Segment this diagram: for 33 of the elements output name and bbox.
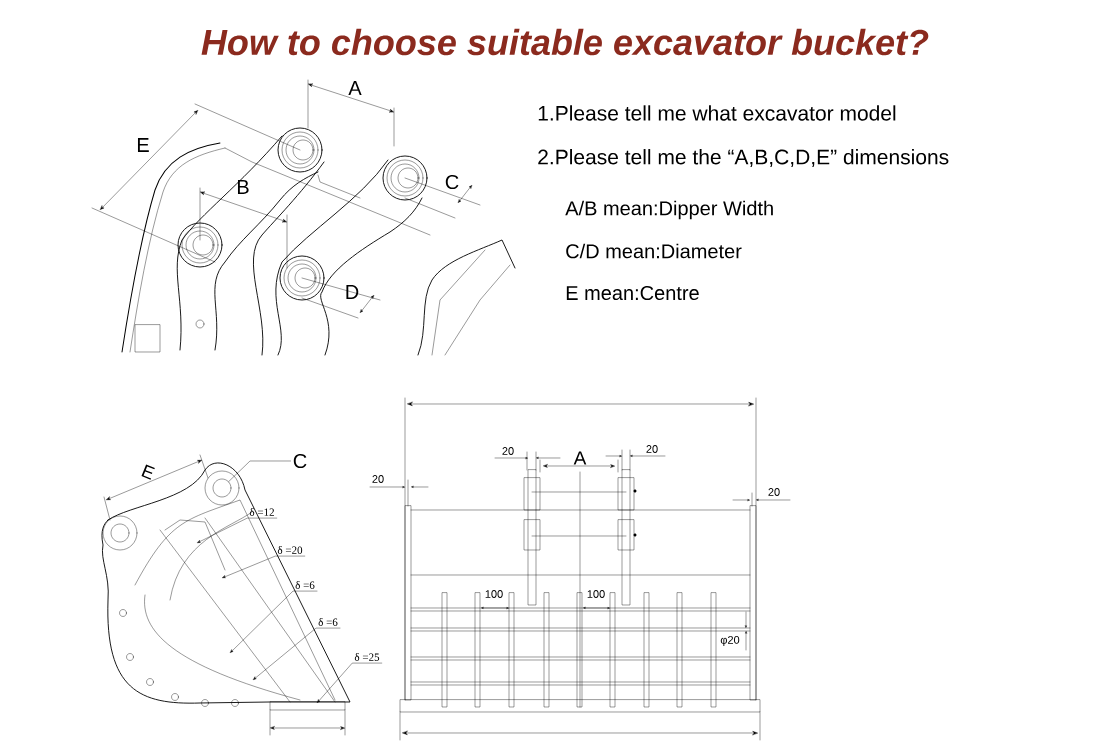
leader-line — [197, 517, 277, 543]
dimension-letter: B — [238, 180, 249, 194]
dimension-letter: A — [573, 451, 587, 465]
instruction-text: A/B mean:Dipper Width — [565, 200, 773, 220]
dimension-letter: C — [445, 174, 459, 190]
dimension-value: 20 — [370, 474, 386, 484]
dimension-value: 20 — [500, 446, 516, 456]
title: How to choose suitable excavator bucket? — [201, 28, 929, 56]
leader-line — [228, 460, 291, 482]
thickness-label: δ =20 — [277, 546, 303, 554]
dimension-letter: D — [346, 285, 359, 299]
leader-line — [317, 662, 382, 703]
instruction-text: 1.Please tell me what excavator model — [538, 105, 896, 121]
dimension-letter: E — [138, 138, 149, 152]
thickness-label: δ =12 — [249, 508, 274, 516]
thickness-label: δ =6 — [295, 581, 315, 589]
dimension-value: 20 — [644, 444, 660, 454]
dimension-value: φ20 — [719, 635, 741, 647]
thickness-label: δ =6 — [318, 618, 338, 626]
pin-hole — [212, 478, 232, 498]
leader-line — [222, 555, 305, 578]
instruction-text: C/D mean:Diameter — [566, 243, 742, 259]
dimension-value: 20 — [766, 487, 782, 497]
thickness-label: δ =25 — [354, 653, 380, 661]
dimension-value: 100 — [483, 589, 505, 599]
leader-line — [253, 627, 341, 680]
instruction-text: 2.Please tell me the “A,B,C,D,E” dimensions — [538, 149, 949, 167]
leader-label: C — [293, 453, 307, 469]
dimension-letter: E — [141, 464, 155, 480]
leader-line — [230, 590, 318, 653]
instruction-text: E mean:Centre — [566, 285, 699, 301]
dimension-value: 100 — [585, 589, 607, 599]
dimension-letter: A — [348, 81, 362, 95]
